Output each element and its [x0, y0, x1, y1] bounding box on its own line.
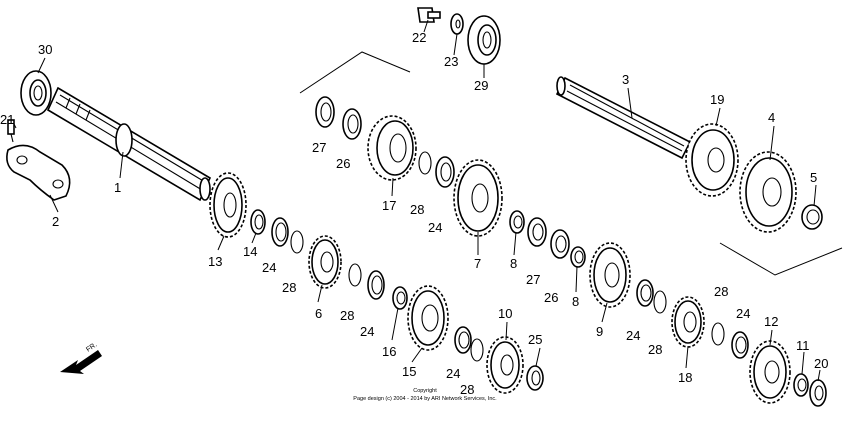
countershaft[interactable]	[555, 76, 692, 160]
washer-26-b[interactable]	[550, 229, 570, 259]
callout-22[interactable]: 22	[412, 30, 426, 45]
gear-19[interactable]	[685, 123, 739, 197]
gear-7[interactable]	[453, 159, 503, 237]
callout-8a[interactable]: 8	[510, 256, 517, 271]
callout-5[interactable]: 5	[810, 170, 817, 185]
gear-12[interactable]	[749, 340, 791, 404]
circlip-28-f[interactable]	[711, 322, 725, 346]
callout-6[interactable]: 6	[315, 306, 322, 321]
circlip-28-e[interactable]	[653, 290, 667, 314]
gear-13[interactable]	[209, 172, 247, 238]
callout-28a[interactable]: 28	[282, 280, 296, 295]
callout-27a[interactable]: 27	[312, 140, 326, 155]
callout-13[interactable]: 13	[208, 254, 222, 269]
washer-25[interactable]	[526, 365, 544, 391]
gear-11[interactable]	[486, 336, 524, 394]
bracket-2[interactable]	[6, 144, 71, 201]
callout-28e[interactable]: 28	[648, 342, 662, 357]
washer-24-d[interactable]	[435, 156, 455, 188]
washer-23[interactable]	[450, 13, 464, 35]
callout-11[interactable]: 10	[498, 306, 512, 321]
callout-24b[interactable]: 24	[360, 324, 374, 339]
callout-3[interactable]: 3	[622, 72, 629, 87]
callout-25[interactable]: 25	[528, 332, 542, 347]
washer-24-b[interactable]	[367, 270, 385, 300]
callout-28f[interactable]: 28	[714, 284, 728, 299]
washer-20[interactable]	[809, 379, 827, 407]
gear-16[interactable]	[407, 285, 449, 351]
gear-18[interactable]	[671, 296, 705, 348]
callout-24e[interactable]: 24	[626, 328, 640, 343]
callout-12[interactable]: 12	[764, 314, 778, 329]
washer-26-a[interactable]	[342, 108, 362, 140]
washer-24-f[interactable]	[731, 331, 749, 359]
leader-lines	[13, 19, 821, 382]
circlip-28-d[interactable]	[418, 151, 432, 175]
gear-9[interactable]	[589, 242, 631, 308]
callout-24d[interactable]: 24	[428, 220, 442, 235]
washer-27-a[interactable]	[315, 96, 335, 128]
callout-8b[interactable]: 8	[572, 294, 579, 309]
washer-24-a[interactable]	[271, 217, 289, 247]
bushing-8-b[interactable]	[570, 246, 586, 268]
bushing-5[interactable]	[801, 204, 823, 230]
copyright-title: Copyright	[413, 388, 437, 394]
bushing-8-a[interactable]	[509, 210, 525, 234]
callout-16[interactable]: 15	[402, 364, 416, 379]
circlip-28-b[interactable]	[348, 263, 362, 287]
callout-15[interactable]: 17	[382, 198, 396, 213]
callout-4[interactable]: 4	[768, 110, 775, 125]
callout-20[interactable]: 20	[814, 356, 828, 371]
copyright-text: Page design (c) 2004 - 2014 by ARI Netwo…	[353, 396, 497, 402]
callout-29[interactable]: 29	[474, 78, 488, 93]
callout-10[interactable]: 11	[796, 338, 810, 353]
circlip-28-a[interactable]	[290, 230, 304, 254]
callout-27b[interactable]: 27	[526, 272, 540, 287]
callout-24c[interactable]: 24	[446, 366, 460, 381]
washer-24-e[interactable]	[636, 279, 654, 307]
bolt-22[interactable]	[417, 7, 441, 23]
gear-4[interactable]	[739, 151, 797, 233]
callout-21[interactable]: 21	[0, 112, 14, 127]
callout-23[interactable]: 23	[444, 54, 458, 69]
washer-24-c[interactable]	[454, 326, 472, 354]
front-direction-arrow-icon: FR.	[60, 342, 102, 374]
bushing-17[interactable]	[392, 286, 408, 310]
callout-9[interactable]: 9	[596, 324, 603, 339]
callout-30[interactable]: 30	[38, 42, 52, 57]
circlip-28-c[interactable]	[470, 338, 484, 362]
callout-17[interactable]: 16	[382, 344, 396, 359]
callout-24a[interactable]: 24	[262, 260, 276, 275]
callout-18[interactable]: 18	[678, 370, 692, 385]
callout-1[interactable]: 1	[114, 180, 121, 195]
callout-14[interactable]: 14	[243, 244, 257, 259]
gear-6[interactable]	[308, 235, 342, 289]
callout-24f[interactable]: 24	[736, 306, 750, 321]
callout-19[interactable]: 19	[710, 92, 724, 107]
callout-28d[interactable]: 28	[410, 202, 424, 217]
washer-27-b[interactable]	[527, 217, 547, 247]
mainshaft[interactable]	[46, 86, 212, 202]
callout-28c[interactable]: 28	[460, 382, 474, 397]
group-bracket-line-right	[719, 242, 843, 276]
callout-28b[interactable]: 28	[340, 308, 354, 323]
bearing-30[interactable]	[20, 70, 52, 116]
bushing-10[interactable]	[793, 373, 809, 397]
bolt-21[interactable]	[7, 119, 15, 143]
group-bracket-line-upper	[299, 51, 411, 94]
gear-15[interactable]	[367, 115, 417, 181]
bushing-14[interactable]	[250, 209, 266, 235]
bearing-29[interactable]	[467, 15, 501, 65]
callout-26a[interactable]: 26	[336, 156, 350, 171]
callout-2[interactable]: 2	[52, 214, 59, 229]
callout-7[interactable]: 7	[474, 256, 481, 271]
callout-26b[interactable]: 26	[544, 290, 558, 305]
callout-labels: 30 21 1 2 13 14 24 28 6 28 24 16 15 24 2…	[0, 30, 828, 397]
